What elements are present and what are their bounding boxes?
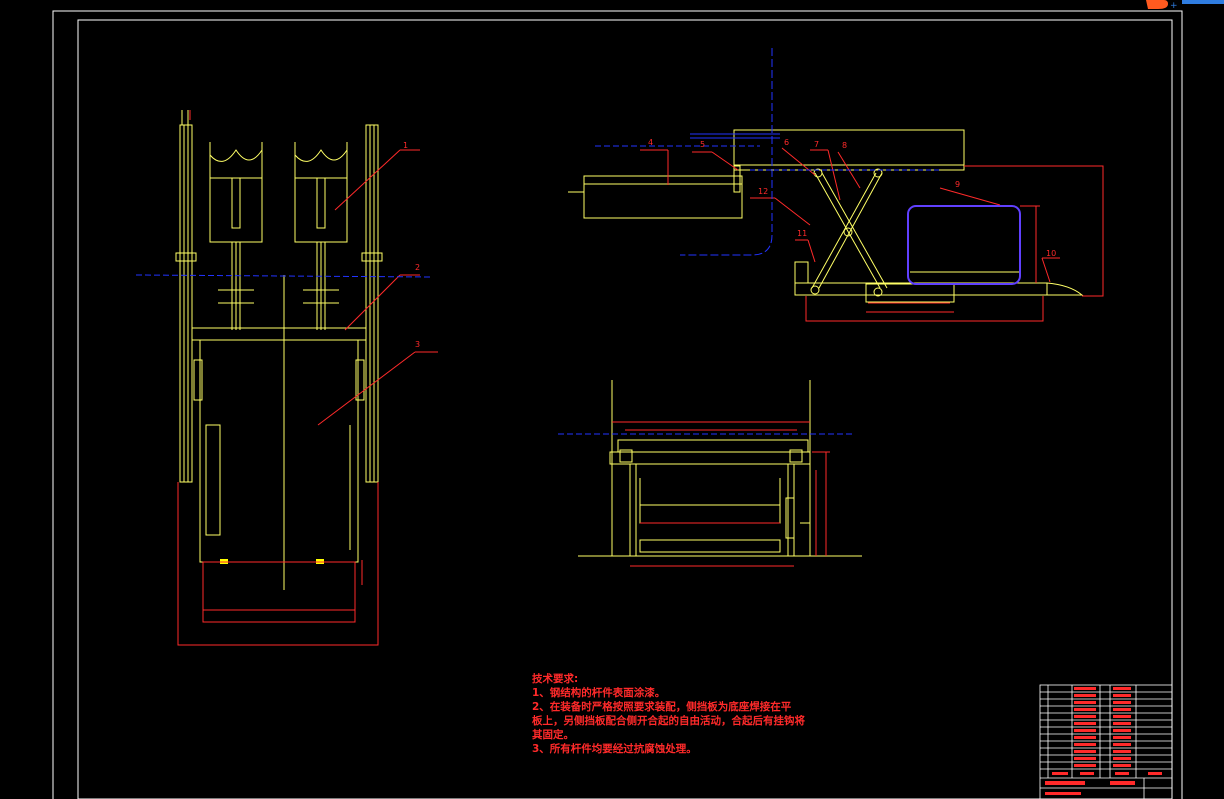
label-7: 7 (814, 140, 819, 149)
sheet-inner-border (77, 19, 1173, 799)
front-view-centerlines (595, 48, 940, 256)
side-view-centerline (135, 274, 433, 278)
label-2: 2 (415, 263, 420, 272)
app-logo-icon[interactable]: + (1144, 0, 1224, 10)
tech-note-item: 2、在装备时严格按照要求装配，侧挡板为底座焊接在平 (532, 701, 792, 713)
sheet-outer-border (52, 10, 1183, 799)
end-view-dimensions (612, 421, 830, 567)
title-block (1039, 684, 1173, 799)
label-9: 9 (955, 180, 960, 189)
technical-requirements: 技术要求: 1、钢结构的杆件表面涂漆。 2、在装备时严格按照要求装配，侧挡板为底… (532, 672, 822, 756)
label-11: 11 (797, 229, 807, 238)
side-view-dimensions (177, 110, 438, 646)
label-1: 1 (403, 141, 408, 150)
label-8: 8 (842, 141, 847, 150)
tech-notes-heading: 技术要求: (532, 673, 579, 685)
label-5: 5 (700, 140, 705, 149)
label-3: 3 (415, 340, 420, 349)
tech-note-item: 板上，另侧挡板配合侧开合起的自由活动，合起后有挂钩将 (532, 715, 805, 727)
tech-note-item: 其固定。 (532, 729, 574, 741)
side-view (175, 110, 383, 590)
side-view-labels: 1 2 3 (403, 141, 420, 349)
svg-text:+: + (1170, 1, 1178, 10)
label-10: 10 (1046, 249, 1056, 258)
label-12: 12 (758, 187, 768, 196)
tech-note-item: 3、所有杆件均要经过抗腐蚀处理。 (532, 743, 697, 755)
label-4: 4 (648, 138, 653, 147)
end-view (578, 380, 862, 557)
front-view-labels: 4 5 6 7 8 9 10 11 12 (648, 138, 1056, 258)
front-view-dimensions (640, 147, 1104, 322)
tech-note-item: 1、钢结构的杆件表面涂漆。 (532, 687, 666, 699)
title-block-entries (1045, 687, 1162, 795)
guard-rail (907, 205, 1021, 285)
front-view (568, 129, 1084, 303)
label-6: 6 (784, 138, 789, 147)
